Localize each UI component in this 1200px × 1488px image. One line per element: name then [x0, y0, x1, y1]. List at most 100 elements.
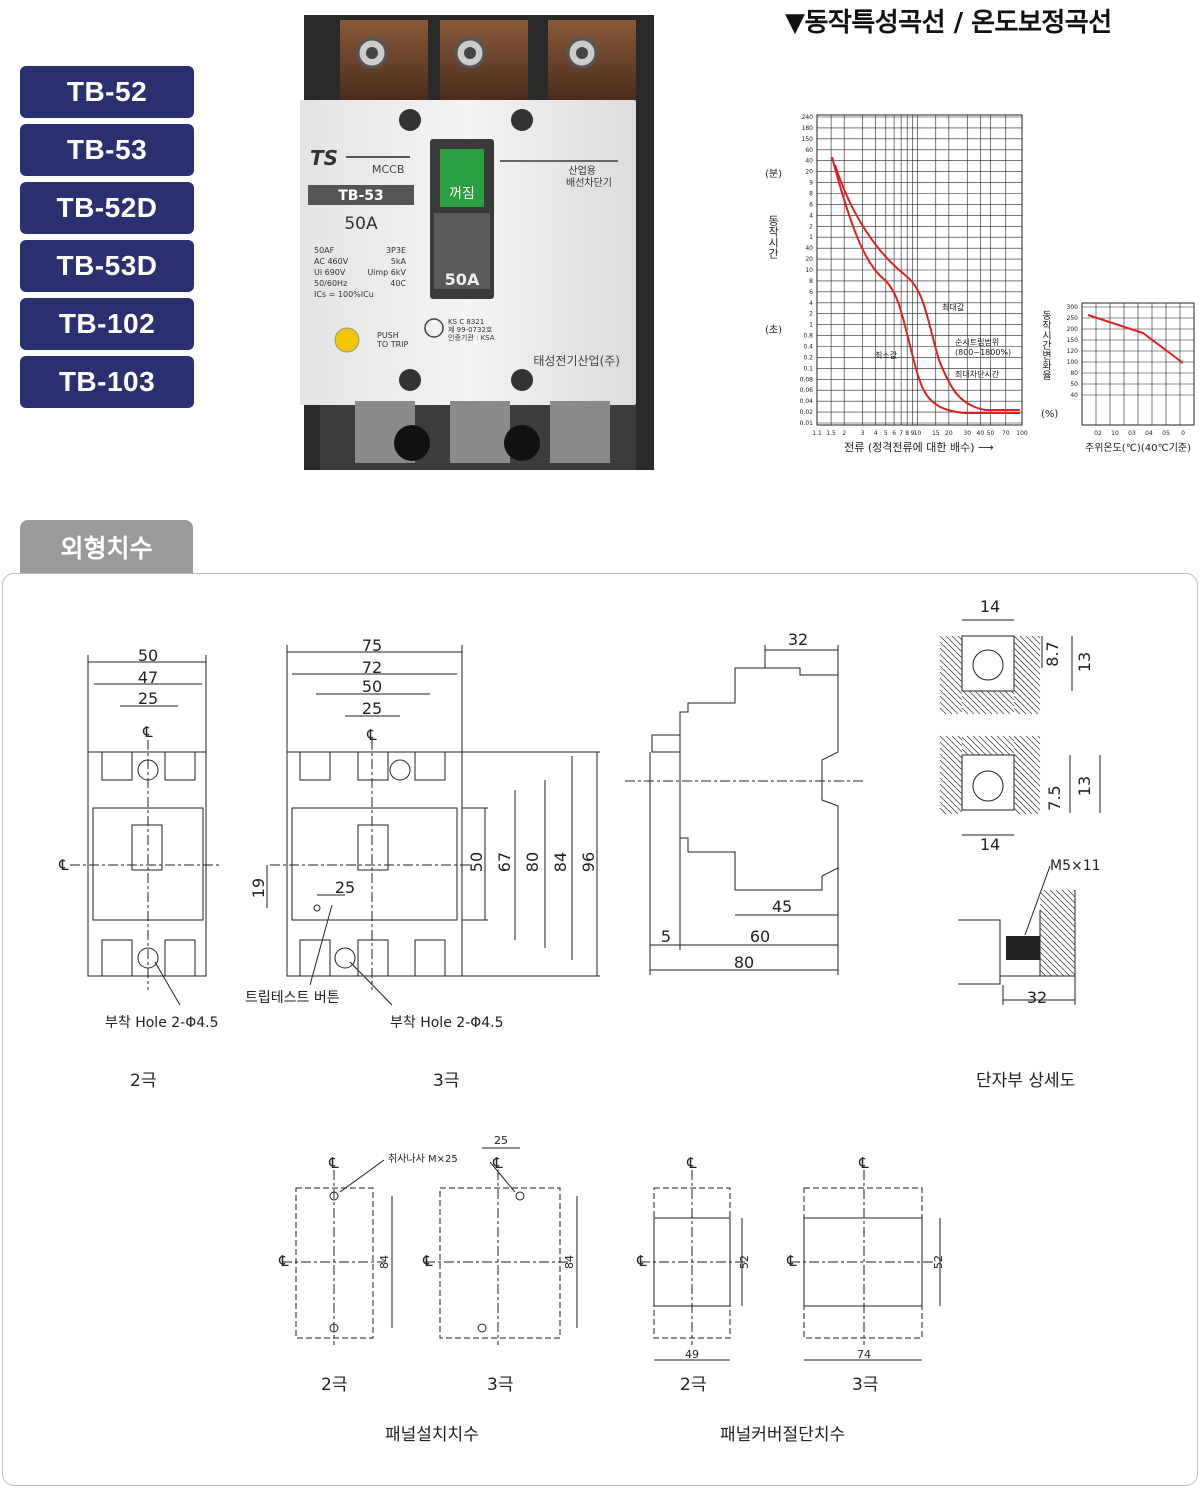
svg-text:50: 50 — [467, 852, 486, 872]
y-tick-label: 0.08 — [800, 376, 814, 383]
svg-text:40C: 40C — [390, 279, 406, 288]
model-badge: TB-102 — [20, 298, 194, 350]
svg-text:PUSH: PUSH — [377, 331, 399, 340]
top-terminals — [340, 20, 636, 100]
svg-text:52: 52 — [932, 1255, 945, 1269]
svg-text:60: 60 — [750, 927, 770, 946]
svg-text:25: 25 — [362, 699, 382, 718]
x-axis-label: 전류 (정격전류에 대한 배수) ⟶ — [844, 441, 994, 454]
svg-text:M5×11: M5×11 — [1050, 858, 1101, 874]
off-label: 꺼짐 — [449, 186, 475, 202]
terminal-detail-caption: 단자부 상세도 — [976, 1071, 1076, 1091]
svg-text:19: 19 — [249, 878, 268, 898]
x-tick-label: 7 — [899, 430, 903, 437]
y-tick-label: 0.02 — [800, 409, 814, 416]
x-tick-label: 6 — [892, 430, 896, 437]
svg-text:순시트립범위: 순시트립범위 — [955, 337, 999, 347]
y-tick-label: 0.1 — [803, 365, 813, 372]
temp-x-tick-label: 0 — [1181, 430, 1185, 437]
cut-2p-caption: 2극 — [680, 1375, 707, 1395]
svg-text:67: 67 — [495, 852, 514, 872]
svg-text:최대값: 최대값 — [942, 302, 965, 312]
svg-text:동작시간: 동작시간 — [767, 215, 780, 259]
svg-text:(800~1800%): (800~1800%) — [955, 348, 1011, 357]
svg-text:25: 25 — [138, 689, 158, 708]
maker-label: 태성전기산업(주) — [533, 354, 620, 368]
svg-text:℄: ℄ — [636, 1252, 647, 1270]
x-tick-label: 15 — [932, 430, 940, 437]
x-tick-label: 100 — [1016, 430, 1028, 437]
temp-x-tick-label: 02 — [1094, 430, 1102, 437]
brand-label: TS — [310, 146, 338, 170]
x-tick-label: 20 — [945, 430, 953, 437]
svg-text:80: 80 — [523, 852, 542, 872]
svg-text:주위온도(℃)(40℃기준): 주위온도(℃)(40℃기준) — [1085, 441, 1191, 454]
hole-label-3p: 부착 Hole 2-Φ4.5 — [390, 1015, 504, 1031]
svg-text:5kA: 5kA — [391, 257, 407, 266]
y-tick-label: 8 — [809, 278, 813, 285]
dimensions-panel — [2, 573, 1198, 1486]
svg-text:℄: ℄ — [686, 1154, 697, 1172]
temp-y-tick-label: 100 — [1067, 359, 1079, 366]
y-tick-label: 9 — [809, 180, 813, 187]
y-tick-label: 0.01 — [800, 420, 814, 427]
temp-y-tick-label: 80 — [1070, 370, 1078, 377]
svg-text:℄: ℄ — [858, 1154, 869, 1172]
temp-curve — [1087, 314, 1184, 364]
svg-text:℄: ℄ — [142, 723, 153, 741]
rating-label: 50A — [344, 214, 378, 234]
temp-y-tick-label: 40 — [1070, 392, 1078, 399]
svg-text:7.5: 7.5 — [1045, 785, 1064, 810]
svg-text:13: 13 — [1075, 776, 1094, 796]
x-tick-label: 1.5 — [826, 430, 836, 437]
model-badge: TB-53 — [20, 124, 194, 176]
y-tick-label: 0.04 — [800, 398, 814, 405]
y-tick-label: 0.4 — [803, 344, 813, 351]
svg-text:℄: ℄ — [328, 1154, 339, 1172]
min-curve — [831, 156, 1020, 414]
y-tick-label: 10 — [805, 267, 813, 274]
svg-text:℄: ℄ — [366, 726, 377, 744]
y-tick-label: 1 — [809, 234, 813, 241]
svg-text:50A: 50A — [445, 270, 480, 289]
svg-text:취사나사 M×25: 취사나사 M×25 — [388, 1153, 458, 1165]
trip-button-label: 트립테스트 버튼 — [245, 990, 340, 1006]
caption-2p: 2극 — [130, 1071, 157, 1091]
y-tick-label: 0.06 — [800, 387, 814, 394]
svg-text:84: 84 — [551, 852, 570, 872]
svg-text:최소값: 최소값 — [875, 350, 898, 360]
y-tick-label: 60 — [805, 147, 813, 154]
y-tick-label: 240 — [802, 114, 814, 121]
svg-text:84: 84 — [378, 1255, 391, 1269]
x-tick-label: 4 — [874, 430, 878, 437]
model-badge: TB-53D — [20, 240, 194, 292]
svg-text:32: 32 — [788, 630, 808, 649]
svg-text:TO TRIP: TO TRIP — [376, 340, 409, 349]
svg-text:(%): (%) — [1041, 409, 1058, 420]
temp-x-tick-label: 10 — [1111, 430, 1119, 437]
svg-text:3P3E: 3P3E — [386, 246, 406, 255]
svg-text:배선차단기: 배선차단기 — [566, 177, 612, 189]
x-tick-label: 50 — [987, 430, 995, 437]
svg-text:℄: ℄ — [786, 1252, 797, 1270]
svg-text:(분): (분) — [765, 168, 782, 180]
svg-text:45: 45 — [772, 897, 792, 916]
y-tick-label: 20 — [805, 256, 813, 263]
svg-text:50: 50 — [138, 646, 158, 665]
svg-text:최대차단시간: 최대차단시간 — [955, 369, 1000, 379]
y-tick-label: 40 — [805, 245, 813, 252]
y-tick-label: 150 — [802, 136, 814, 143]
svg-text:13: 13 — [1075, 652, 1094, 672]
svg-text:KS C 8321: KS C 8321 — [448, 318, 484, 326]
dimensions-tab[interactable]: 외형치수 — [20, 520, 193, 574]
x-tick-label: 40 — [977, 430, 985, 437]
type-label: MCCB — [372, 163, 404, 176]
y-tick-label: 6 — [809, 201, 813, 208]
temp-x-tick-label: 04 — [1145, 430, 1153, 437]
y-tick-label: 2 — [809, 223, 813, 230]
max-curve — [834, 164, 1020, 411]
y-tick-label: 40 — [805, 158, 813, 165]
y-tick-label: 4 — [809, 212, 813, 219]
